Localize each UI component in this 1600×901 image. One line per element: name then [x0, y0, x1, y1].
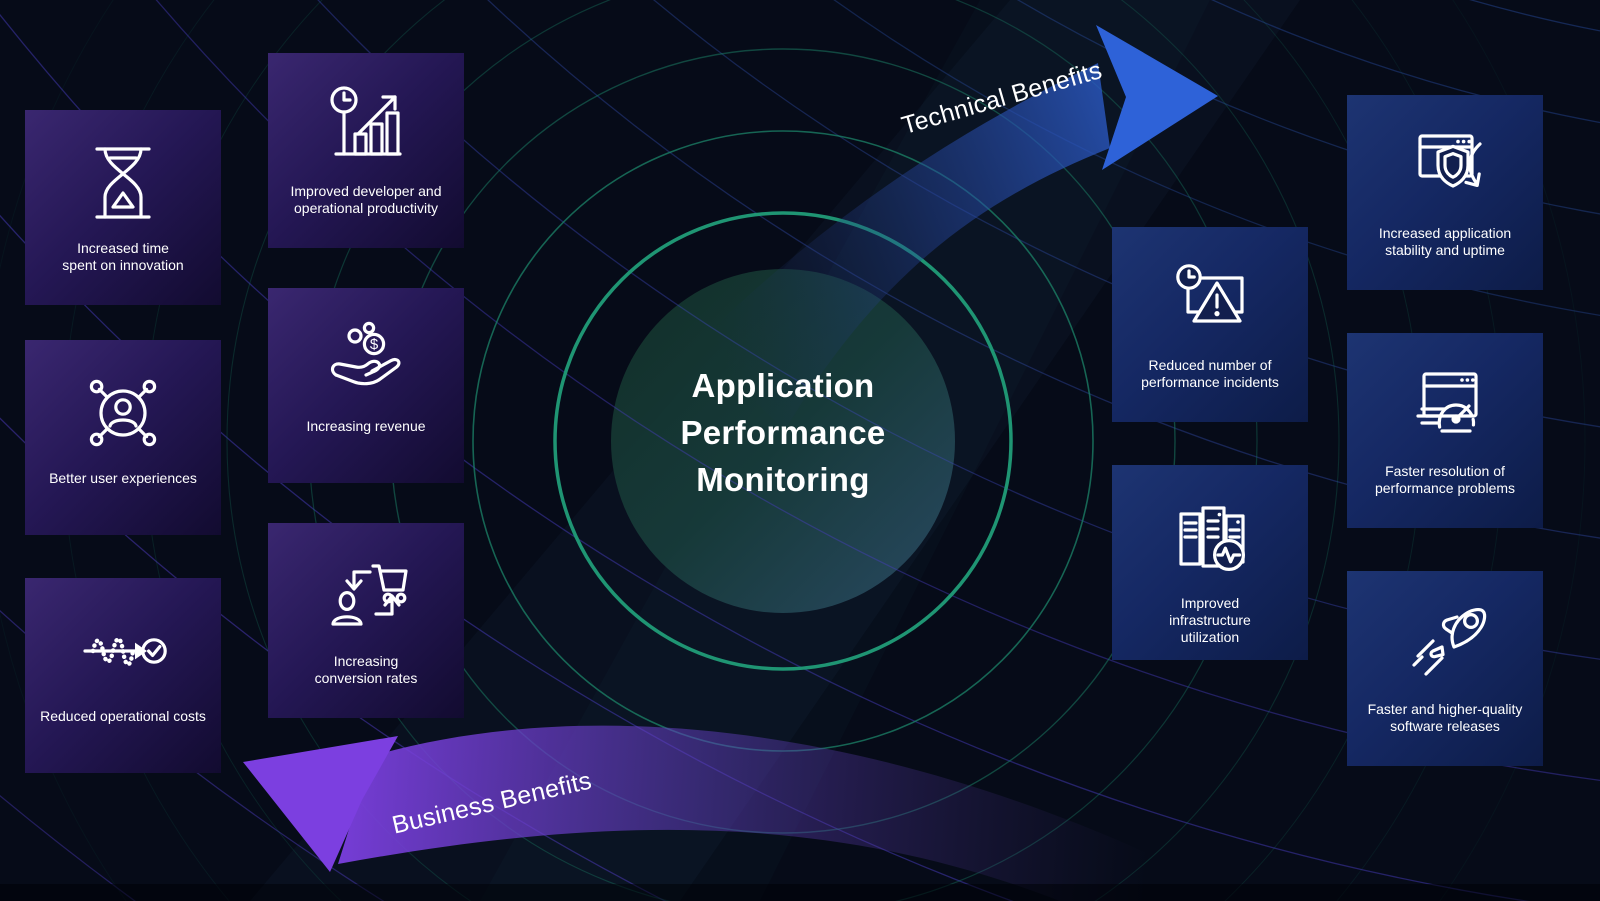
incident-alert-icon: [1162, 243, 1258, 357]
technical-arrow-head: [1096, 25, 1218, 170]
rocket-icon: [1397, 587, 1493, 701]
center-disc: [611, 269, 955, 613]
user-network-icon: [75, 356, 171, 470]
card-better-ux: Better user experiences: [25, 340, 221, 535]
speedometer-icon: [1397, 349, 1493, 463]
svg-text:$: $: [370, 336, 379, 353]
hourglass-icon: [75, 126, 171, 240]
card-label: Increasing revenue: [306, 418, 426, 434]
card-label: Reduced operational costs: [40, 708, 206, 724]
card-infrastructure-utilization: Improved infrastructure utilization: [1112, 465, 1308, 660]
technical-arrow: [695, 25, 1218, 430]
card-developer-productivity: Improved developer and operational produ…: [268, 53, 464, 248]
card-reduced-incidents: Reduced number of performance incidents: [1112, 227, 1308, 422]
card-increasing-revenue: $ Increasing revenue: [268, 288, 464, 483]
business-arrow: [243, 725, 1145, 901]
cost-reduction-icon: [75, 594, 171, 708]
main-teal-ring: [553, 211, 1013, 671]
center-title: Application Performance Monitoring: [680, 367, 886, 498]
business-arrow-head: [243, 736, 398, 872]
card-conversion-rates: Increasing conversion rates: [268, 523, 464, 718]
card-software-releases: Faster and higher-quality software relea…: [1347, 571, 1543, 766]
card-label: Improved developer and operational produ…: [290, 183, 442, 216]
card-stability-uptime: Increased application stability and upti…: [1347, 95, 1543, 290]
card-label: Better user experiences: [49, 470, 197, 486]
card-label: Faster and higher-quality software relea…: [1367, 701, 1523, 734]
technical-arrow-band: [695, 63, 1110, 430]
bottom-strip: [0, 884, 1600, 901]
conversion-cart-icon: [318, 539, 414, 653]
card-increased-time: Increased time spent on innovation: [25, 110, 221, 305]
card-faster-resolution: Faster resolution of performance problem…: [1347, 333, 1543, 528]
stability-shield-icon: [1397, 111, 1493, 225]
productivity-chart-icon: [318, 69, 414, 183]
card-label: Increasing conversion rates: [314, 653, 418, 686]
card-label: Improved infrastructure utilization: [1169, 595, 1251, 645]
card-label: Increased application stability and upti…: [1378, 225, 1512, 258]
infrastructure-icon: [1162, 481, 1258, 595]
business-arrow-band: [338, 725, 1145, 901]
card-reduced-costs: Reduced operational costs: [25, 578, 221, 773]
revenue-hand-icon: $: [318, 304, 414, 418]
card-label: Increased time spent on innovation: [62, 240, 184, 273]
card-label: Reduced number of performance incidents: [1141, 357, 1279, 390]
card-label: Faster resolution of performance problem…: [1374, 463, 1516, 496]
